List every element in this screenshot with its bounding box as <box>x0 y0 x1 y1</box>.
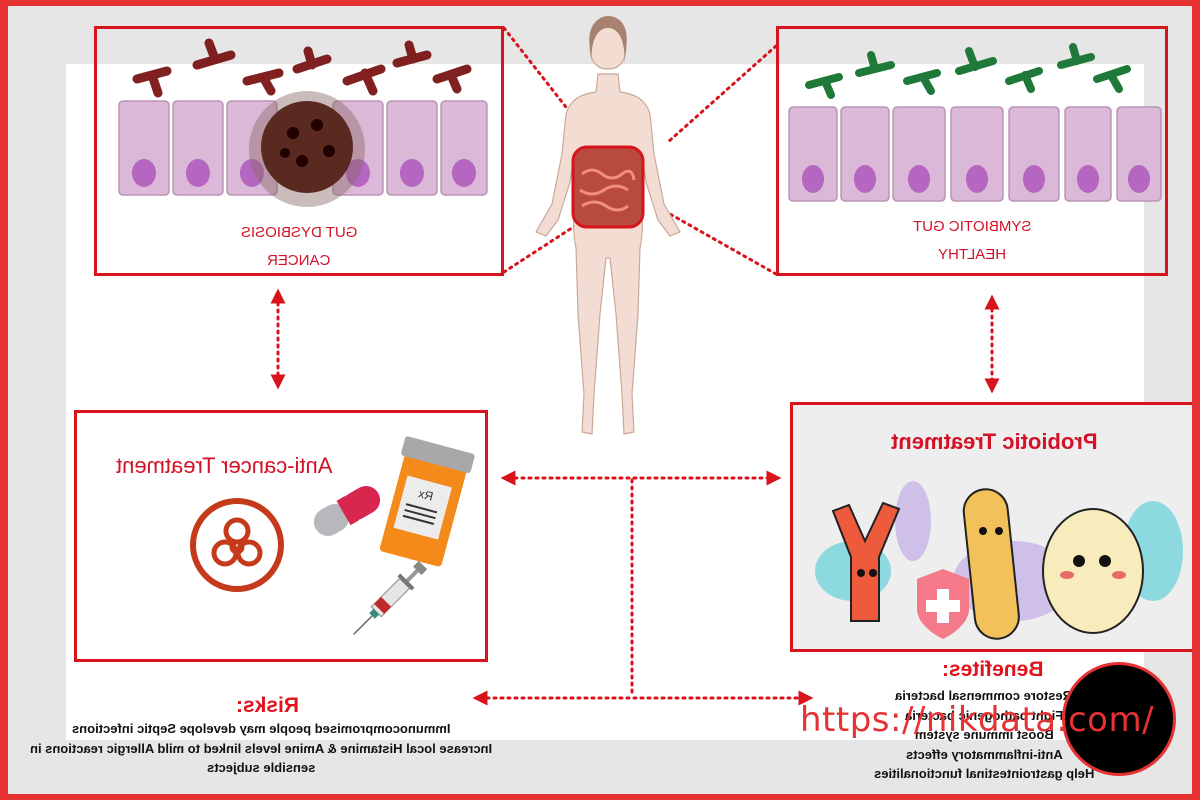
intestines <box>579 168 636 212</box>
rod-bacterium-mascot <box>962 488 1020 640</box>
round-bacterium-mascot <box>1042 508 1144 634</box>
bacteria-cluster <box>805 43 1131 99</box>
caption-line-2: HEALTHY <box>937 246 1007 263</box>
epithelial-cells <box>788 106 1162 202</box>
connector-line-symbiotic-bottom <box>668 212 778 276</box>
dysbiosis-illustration <box>118 38 488 207</box>
panel-symbiotic-gut: SYMBIOTIC GUT HEALTHY <box>776 26 1168 276</box>
human-body-figure <box>535 16 681 435</box>
caption-line-2: CANCER <box>267 252 331 269</box>
risk-item: sensible subjects <box>206 760 316 775</box>
benefit-item: Help gastrointestinal functionalities <box>873 766 1095 781</box>
risk-item: Immunocompromised people may develope Se… <box>71 721 451 736</box>
symbiotic-illustration <box>788 43 1162 202</box>
dysbiosis-caption: GUT DYSBIOSIS CANCER <box>97 219 501 273</box>
y-bacterium-mascot <box>831 501 901 622</box>
rx-label: Rx <box>417 486 435 503</box>
capsule-pill-icon <box>313 486 381 536</box>
probiotic-title: Probiotic Treatment <box>890 429 1098 454</box>
tumor-mass <box>249 91 365 207</box>
shield-icon <box>917 569 969 639</box>
panel-anticancer-treatment: Anti-cancer Treatment <box>74 410 488 662</box>
symbiotic-caption: SYMBIOTIC GUT HEALTHY <box>779 213 1165 269</box>
bacteria-cluster <box>132 38 472 98</box>
connector-line-symbiotic-top <box>666 44 778 144</box>
cell-nuclei <box>132 159 476 187</box>
pill-bottle-icon: Rx <box>379 436 475 567</box>
watermark-url: https://nikdata.com/ <box>800 700 1155 740</box>
watermark-circle <box>1062 662 1176 776</box>
risks-heading: Risks: <box>236 694 300 717</box>
risk-item: Increase local Histamine & Amine levels … <box>29 740 493 756</box>
caption-line-1: SYMBIOTIC GUT <box>912 218 1032 235</box>
hair <box>589 16 627 64</box>
panel-probiotic-treatment: Probiotic Treatment <box>790 402 1192 652</box>
probiotic-mascots <box>815 481 1183 640</box>
caption-line-1: GUT DYSBIOSIS <box>240 224 358 241</box>
diagram-canvas: GUT DYSBIOSIS CANCER SYMBIO <box>8 6 1192 794</box>
biohazard-icon <box>190 498 284 592</box>
panel-gut-dysbiosis: GUT DYSBIOSIS CANCER <box>94 26 504 276</box>
syringe-icon <box>353 560 428 635</box>
cell-nuclei <box>802 165 1150 193</box>
risks-list: Immunocompromised people may develope Se… <box>8 719 516 778</box>
